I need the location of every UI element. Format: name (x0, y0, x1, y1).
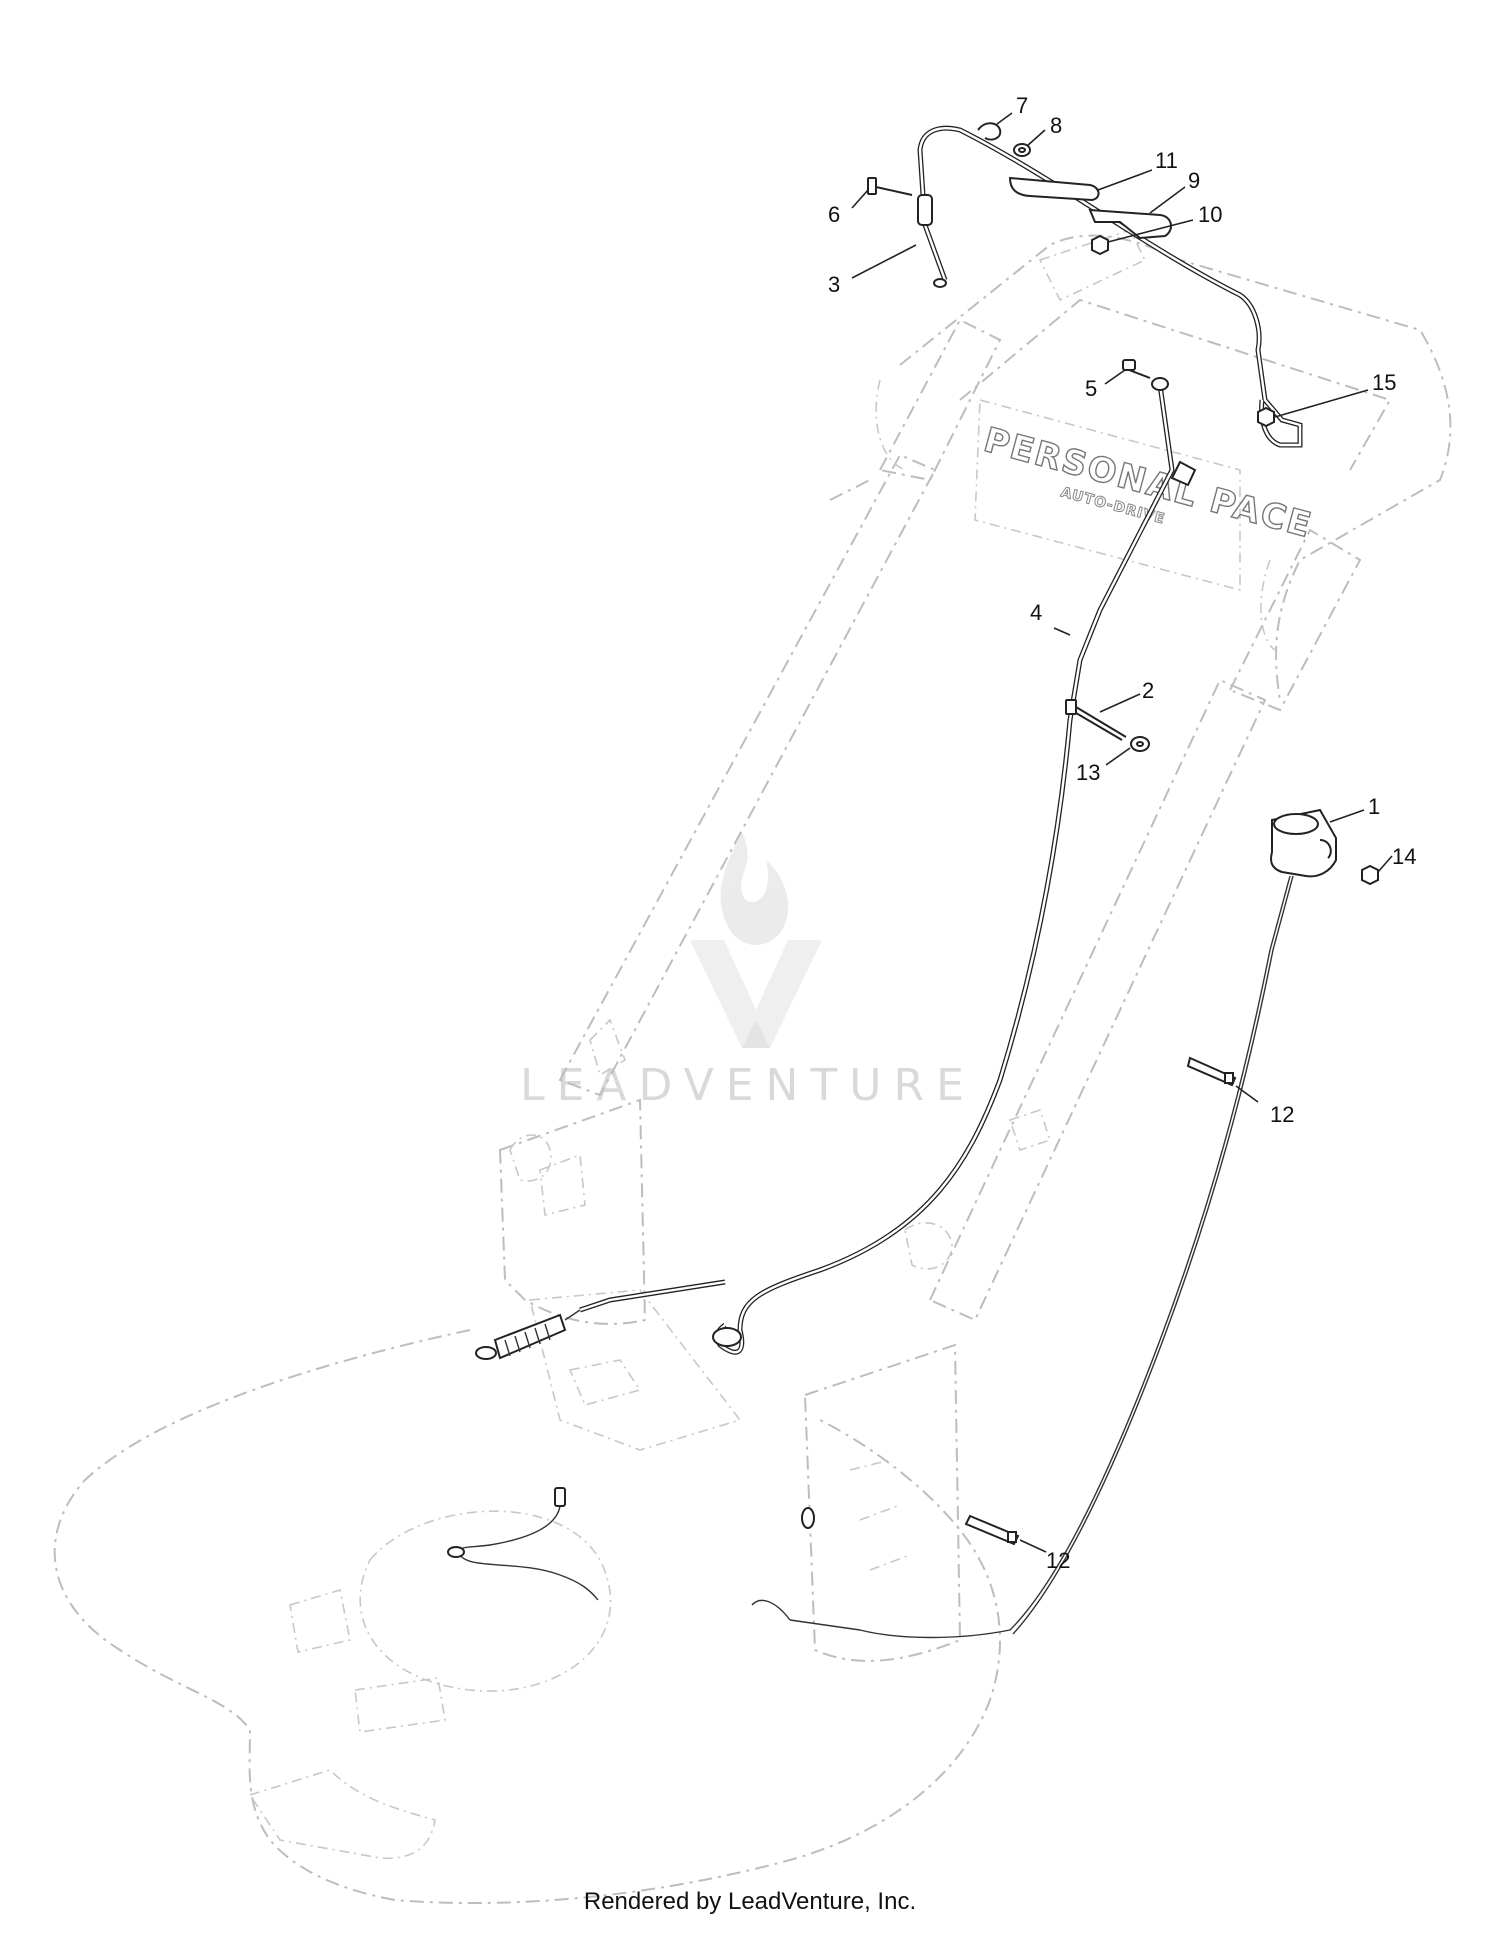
watermark-text: LEADVENTURE (520, 1060, 976, 1111)
callout-9: 9 (1188, 168, 1200, 193)
bracket-11 (1008, 176, 1100, 202)
washer-13 (1130, 736, 1150, 752)
bolt-2 (1065, 699, 1127, 741)
washer-8 (1013, 143, 1031, 157)
callout-13: 13 (1076, 760, 1100, 785)
nut-14 (1361, 864, 1379, 886)
callout-12a: 12 (1270, 1102, 1294, 1127)
callout-14: 14 (1392, 844, 1416, 869)
callout-7: 7 (1016, 93, 1028, 118)
footer-credit: Rendered by LeadVenture, Inc. (583, 1888, 917, 1915)
control-wire (751, 875, 1294, 1639)
clip-7 (977, 122, 1002, 141)
callout-10: 10 (1198, 202, 1222, 227)
cable-tie-12a (1186, 1056, 1237, 1087)
mower-deck-ghost (53, 1289, 1001, 1905)
callout-labels: 7 8 11 9 10 6 3 5 15 4 2 13 1 14 12 12 (828, 93, 1416, 1573)
traction-cable-4 (564, 377, 1197, 1355)
callout-4: 4 (1030, 600, 1042, 625)
callout-5: 5 (1085, 376, 1097, 401)
callout-6: 6 (828, 202, 840, 227)
callout-11: 11 (1155, 148, 1178, 173)
leader-lines (851, 112, 1393, 1553)
control-box-1 (1270, 808, 1337, 878)
ground-connector (801, 1507, 815, 1529)
callout-15: 15 (1372, 370, 1396, 395)
bolt-5 (1122, 359, 1151, 379)
handle-frame-ghost (498, 229, 1452, 1662)
nut-10 (1091, 234, 1109, 256)
watermark-logo-icon (690, 832, 822, 1048)
callout-12b: 12 (1046, 1548, 1070, 1573)
callout-2: 2 (1142, 678, 1154, 703)
callout-1: 1 (1368, 794, 1380, 819)
decal-brand-text: PERSONAL PACE (980, 420, 1317, 546)
harness-connector (447, 1487, 599, 1601)
cable-tie-12b (964, 1514, 1020, 1546)
bolt-6 (867, 177, 913, 196)
bail-bar (917, 125, 1303, 448)
callout-3: 3 (828, 272, 840, 297)
nut-15 (1257, 406, 1275, 428)
bail-bar-grip-left (917, 194, 933, 226)
callout-8: 8 (1050, 113, 1062, 138)
extension-spring (475, 1313, 567, 1360)
